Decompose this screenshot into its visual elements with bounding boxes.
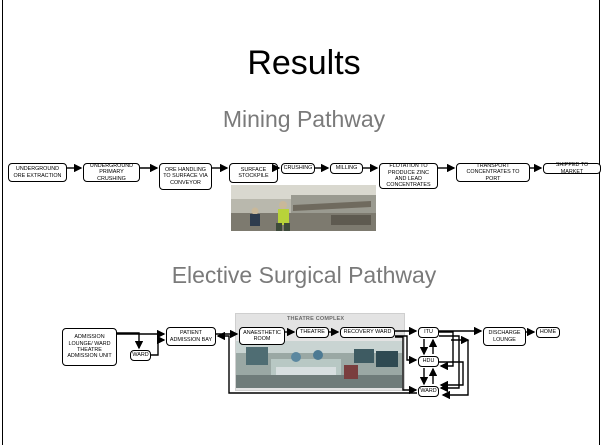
mining-heading: Mining Pathway [222, 106, 386, 132]
mining-step-transport: TRANSPORT CONCENTRATES TO PORT [456, 163, 530, 182]
mining-step-flotation: FLOTATION TO PRODUCE ZINC AND LEAD CONCE… [379, 163, 438, 189]
recovery-ward-box: RECOVERY WARD [340, 327, 395, 338]
mining-step-stockpile: SURFACE STOCKPILE [229, 163, 278, 183]
mine-worker-photo [231, 185, 376, 231]
flow-arrows [67, 163, 543, 400]
ward-left-box: WARD [130, 350, 151, 361]
admission-lounge-box: ADMISSION LOUNGE/ WARD THEATRE ADMISSION… [62, 328, 117, 366]
anaesthetic-room-box: ANAESTHETIC ROOM [239, 327, 285, 345]
home-box: HOME [536, 327, 560, 338]
theatre-complex-label: THEATRE COMPLEX [287, 316, 345, 322]
itu-box: ITU [418, 327, 439, 338]
mining-step-ore-handling: ORE HANDLING TO SURFACE VIA CONVEYOR [159, 163, 212, 190]
surgical-heading: Elective Surgical Pathway [171, 262, 437, 288]
slide-title: Results [247, 44, 361, 82]
mining-step-milling: MILLING [330, 163, 363, 174]
patient-admission-bay-box: PATIENT ADMISSION BAY [166, 327, 216, 346]
operating-theatre-photo [236, 341, 402, 388]
theatre-box: THEATRE [296, 327, 329, 338]
discharge-lounge-box: DISCHARGE LOUNGE [483, 327, 526, 346]
mining-step-primary-crushing: UNDERGROUND PRIMARY CRUSHING [83, 163, 140, 182]
hdu-box: HDU [418, 356, 439, 367]
ward-right-box: WARD [418, 386, 439, 397]
mining-step-extraction: UNDERGROUND ORE EXTRACTION [8, 163, 67, 182]
mining-step-shipped: SHIPPED TO MARKET [543, 162, 601, 175]
mining-step-crushing: CRUSHING [281, 163, 315, 174]
